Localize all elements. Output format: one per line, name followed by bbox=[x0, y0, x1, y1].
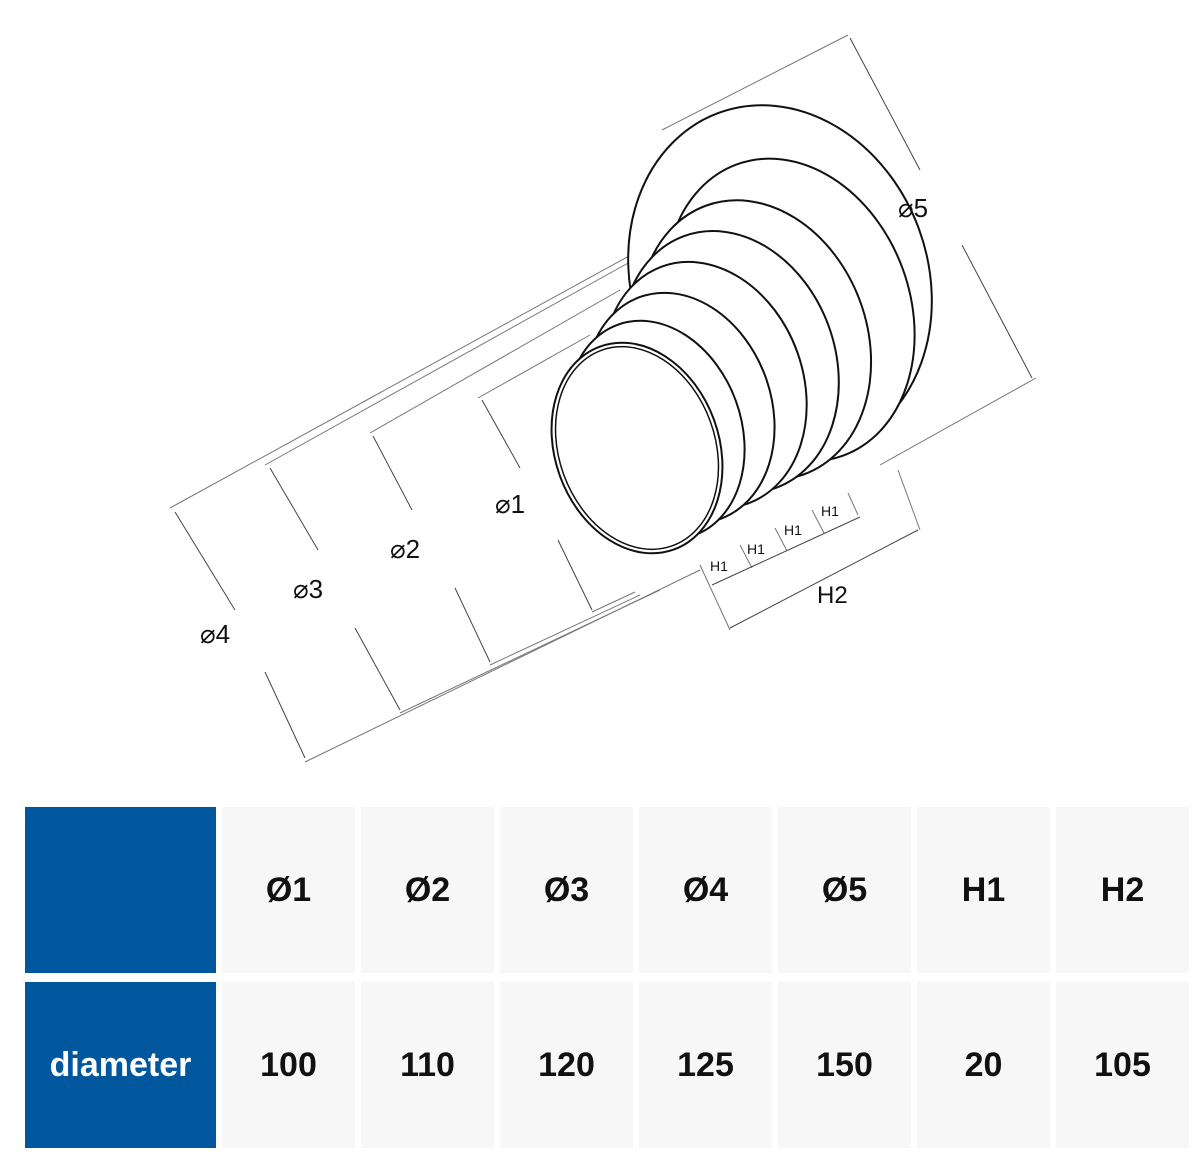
label-d5: ⌀5 bbox=[898, 193, 928, 223]
value-h2: 105 bbox=[1056, 982, 1189, 1148]
value-d1: 100 bbox=[222, 982, 355, 1148]
dimension-lines bbox=[174, 37, 1033, 759]
header-d2: Ø2 bbox=[361, 807, 494, 973]
label-h1: H1 bbox=[747, 541, 765, 557]
label-h1: H1 bbox=[821, 503, 839, 519]
header-d4: Ø4 bbox=[639, 807, 772, 973]
label-d4: ⌀4 bbox=[200, 619, 230, 649]
table-corner-cell bbox=[25, 807, 216, 973]
label-d1: ⌀1 bbox=[495, 489, 525, 519]
header-d1: Ø1 bbox=[222, 807, 355, 973]
header-d3: Ø3 bbox=[500, 807, 633, 973]
value-d2: 110 bbox=[361, 982, 494, 1148]
label-d3: ⌀3 bbox=[293, 574, 323, 604]
label-h1: H1 bbox=[710, 558, 728, 574]
value-h1: 20 bbox=[917, 982, 1050, 1148]
value-d3: 120 bbox=[500, 982, 633, 1148]
value-d4: 125 bbox=[639, 982, 772, 1148]
dimensions-table: Ø1 Ø2 Ø3 Ø4 Ø5 H1 H2 diameter 100 110 12… bbox=[25, 807, 1189, 1148]
header-d5: Ø5 bbox=[778, 807, 911, 973]
header-h2: H2 bbox=[1056, 807, 1189, 973]
label-h1: H1 bbox=[784, 522, 802, 538]
value-d5: 150 bbox=[778, 982, 911, 1148]
label-h2: H2 bbox=[817, 582, 848, 609]
label-d2: ⌀2 bbox=[390, 534, 420, 564]
reducer-body bbox=[550, 104, 933, 555]
header-h1: H1 bbox=[917, 807, 1050, 973]
row-label: diameter bbox=[25, 982, 216, 1148]
extension-lines bbox=[169, 34, 1037, 763]
reducer-technical-drawing: ⌀1 ⌀2 ⌀3 ⌀4 ⌀5 H1 H1 H1 H1 H2 bbox=[169, 34, 1037, 763]
